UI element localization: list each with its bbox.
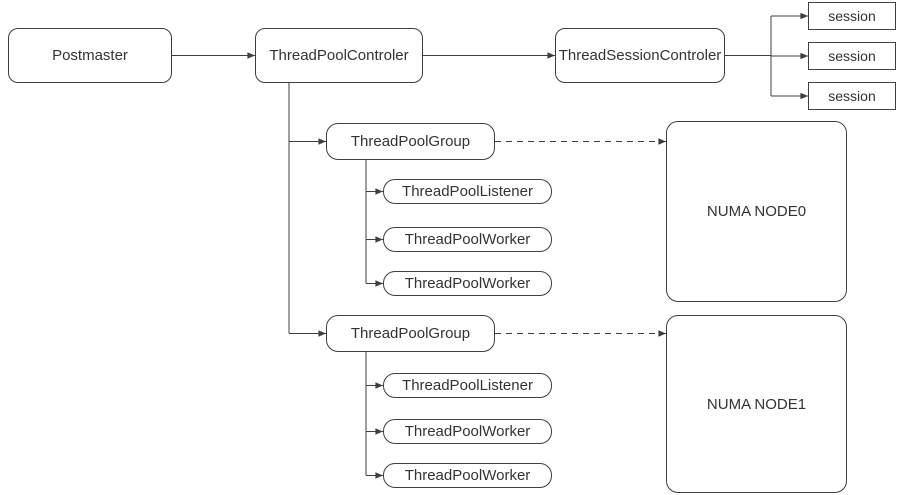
node-thread-pool-worker-1a: ThreadPoolWorker [383, 227, 552, 252]
node-thread-pool-worker-label: ThreadPoolWorker [404, 423, 531, 440]
node-thread-session-controler: ThreadSessionControler [555, 28, 725, 83]
node-thread-pool-worker-label: ThreadPoolWorker [404, 467, 531, 484]
node-thread-pool-worker-2a: ThreadPoolWorker [383, 419, 552, 444]
node-thread-pool-group-1: ThreadPoolGroup [326, 123, 495, 160]
node-thread-pool-group-2: ThreadPoolGroup [326, 315, 495, 352]
node-thread-pool-worker-label: ThreadPoolWorker [404, 231, 531, 248]
node-postmaster-label: Postmaster [52, 47, 128, 64]
node-thread-pool-group-label: ThreadPoolGroup [350, 133, 471, 150]
node-session-label: session [828, 88, 876, 104]
node-numa-node0: NUMA NODE0 [666, 121, 847, 302]
node-session-3: session [808, 82, 896, 110]
node-numa-node0-label: NUMA NODE0 [706, 203, 807, 220]
node-numa-node1-label: NUMA NODE1 [706, 395, 807, 413]
node-thread-pool-listener-2: ThreadPoolListener [383, 373, 552, 398]
node-thread-pool-listener-label: ThreadPoolListener [402, 183, 533, 200]
node-thread-pool-controler: ThreadPoolControler [255, 28, 423, 83]
node-session-2: session [808, 42, 896, 70]
node-session-label: session [828, 8, 876, 24]
node-postmaster: Postmaster [8, 28, 172, 83]
node-thread-session-controler-label: ThreadSessionControler [558, 47, 722, 64]
node-thread-pool-worker-1b: ThreadPoolWorker [383, 271, 552, 296]
node-session-1: session [808, 2, 896, 30]
node-thread-pool-worker-label: ThreadPoolWorker [404, 275, 531, 292]
node-session-label: session [828, 48, 876, 64]
node-numa-node1: NUMA NODE1 [666, 315, 847, 493]
node-thread-pool-listener-label: ThreadPoolListener [402, 377, 533, 394]
node-thread-pool-controler-label: ThreadPoolControler [269, 47, 409, 64]
node-thread-pool-worker-2b: ThreadPoolWorker [383, 463, 552, 488]
node-thread-pool-listener-1: ThreadPoolListener [383, 179, 552, 204]
node-thread-pool-group-label: ThreadPoolGroup [350, 325, 471, 342]
